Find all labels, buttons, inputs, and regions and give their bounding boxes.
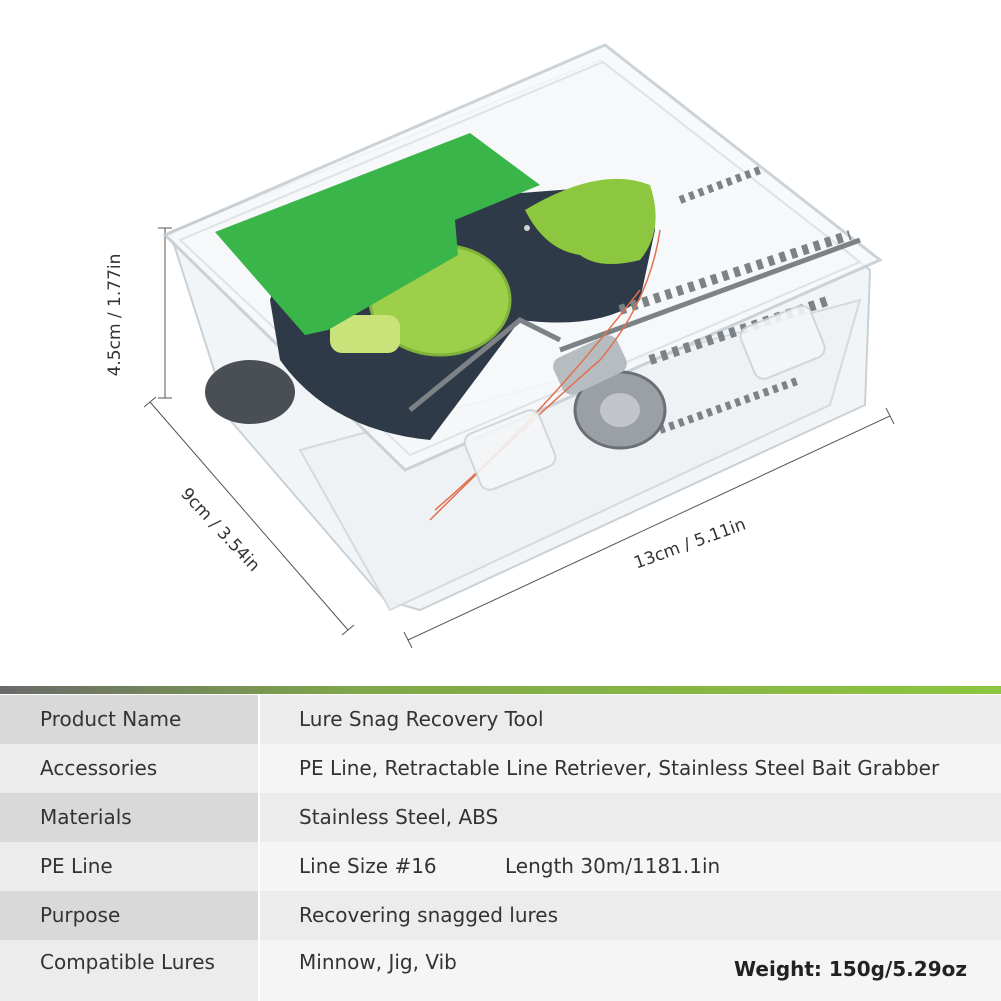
spec-row-pe-line: PE Line Line Size #16 Length 30m/1181.1i… [0, 842, 1001, 891]
spec-value: Recovering snagged lures [260, 891, 1001, 940]
dimension-lines [143, 227, 895, 649]
height-dimension-label: 4.5cm / 1.77in [105, 253, 125, 377]
spec-label: Materials [0, 793, 258, 842]
spec-table: Product Name Lure Snag Recovery Tool Acc… [0, 686, 1001, 1001]
spec-row-accessories: Accessories PE Line, Retractable Line Re… [0, 744, 1001, 793]
spec-value: Lure Snag Recovery Tool [260, 695, 1001, 744]
spec-label: PE Line [0, 842, 258, 891]
accent-bar [0, 686, 1001, 694]
weight-label: Weight: 150g/5.29oz [734, 957, 967, 981]
box-latches [463, 304, 826, 491]
spec-label: Product Name [0, 695, 258, 744]
reel-tool [205, 133, 656, 440]
spec-label: Accessories [0, 744, 258, 793]
spec-value-group: Line Size #16 Length 30m/1181.1in [260, 842, 1001, 891]
spec-label: Purpose [0, 891, 258, 940]
spec-row-product-name: Product Name Lure Snag Recovery Tool [0, 695, 1001, 744]
spec-row-purpose: Purpose Recovering snagged lures [0, 891, 1001, 940]
product-image-area: 4.5cm / 1.77in 9cm / 3.54in 13cm / 5.11i… [105, 43, 895, 649]
spec-value-secondary: Length 30m/1181.1in [505, 854, 721, 878]
product-illustration [143, 43, 895, 649]
spec-row-materials: Materials Stainless Steel, ABS [0, 793, 1001, 842]
spec-row-compatible-lures: Compatible Lures Minnow, Jig, Vib [0, 940, 1001, 1001]
spec-value: PE Line, Retractable Line Retriever, Sta… [260, 744, 1001, 793]
spec-value: Minnow, Jig, Vib [260, 940, 1001, 1001]
spec-label: Compatible Lures [0, 940, 258, 1001]
spec-value: Line Size #16 [299, 854, 437, 878]
spec-value: Stainless Steel, ABS [260, 793, 1001, 842]
